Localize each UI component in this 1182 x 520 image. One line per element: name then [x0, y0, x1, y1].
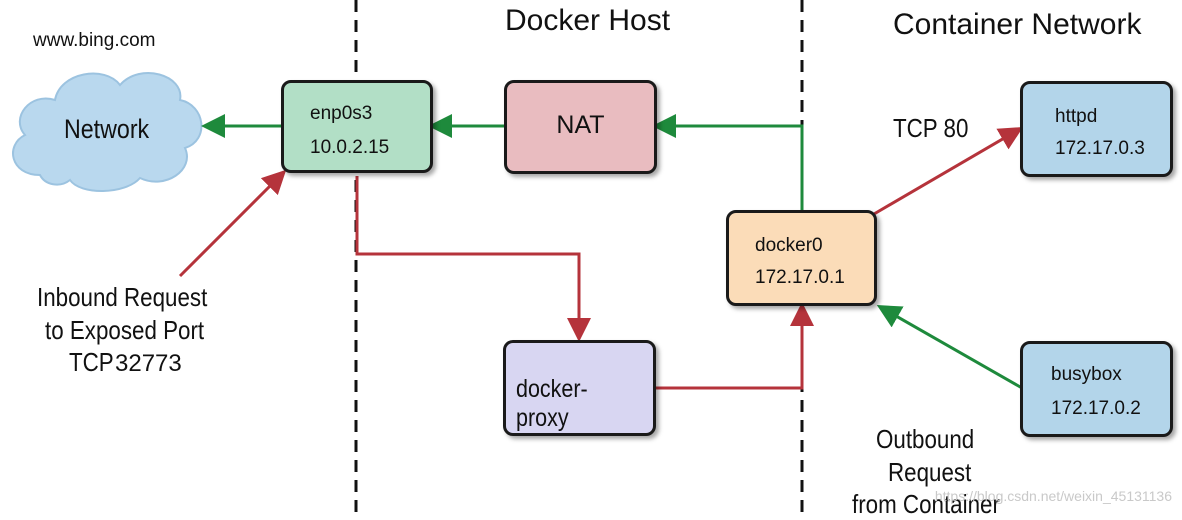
arrow-inbound-to-enp0s3 — [178, 169, 287, 278]
enp0s3-ip: 10.0.2.15 — [310, 137, 390, 158]
docker0-name: docker0 — [755, 235, 823, 256]
arrow-docker0-to-httpd — [873, 126, 1024, 216]
docker-proxy-label: docker-proxy — [516, 375, 588, 432]
enp0s3-node: enp0s3 10.0.2.15 — [281, 80, 433, 173]
outbound-label-line1: Outbound — [876, 424, 975, 454]
inbound-label-line3-port: 32773 — [115, 350, 182, 377]
arrow-docker0-to-nat — [652, 114, 804, 212]
watermark: https://blog.csdn.net/weixin_45131136 — [934, 488, 1172, 504]
arrow-enp0s3-to-docker-proxy — [355, 176, 591, 342]
busybox-node: busybox 172.17.0.2 — [1020, 341, 1173, 437]
httpd-ip: 172.17.0.3 — [1055, 138, 1145, 159]
nat-label: NAT — [556, 111, 605, 139]
tcp80-label: TCP 80 — [893, 113, 969, 143]
docker-proxy-node: docker-proxy — [503, 340, 656, 436]
docker0-ip: 172.17.0.1 — [755, 267, 845, 288]
network-cloud-icon — [12, 72, 203, 192]
inbound-label-line2: to Exposed Port — [45, 315, 205, 345]
outbound-label-line3: from Container — [852, 489, 1000, 519]
container-network-heading: Container Network — [893, 8, 1142, 41]
docker-host-heading: Docker Host — [505, 4, 671, 37]
busybox-name: busybox — [1051, 364, 1122, 385]
outbound-label-line2: Request — [888, 457, 972, 487]
inbound-label-line3-prefix: TCP — [69, 347, 114, 377]
arrow-busybox-to-docker0 — [876, 305, 1023, 390]
docker0-node: docker0 172.17.0.1 — [726, 210, 877, 306]
network-label: Network — [64, 114, 150, 144]
httpd-name: httpd — [1055, 106, 1098, 127]
inbound-label-line1: Inbound Request — [37, 282, 208, 312]
busybox-ip: 172.17.0.2 — [1051, 398, 1141, 419]
arrow-docker-proxy-to-docker0 — [656, 302, 814, 390]
enp0s3-name: enp0s3 — [310, 103, 373, 124]
source-label: www.bing.com — [33, 30, 156, 51]
httpd-node: httpd 172.17.0.3 — [1020, 81, 1173, 177]
nat-node: NAT — [504, 80, 657, 174]
